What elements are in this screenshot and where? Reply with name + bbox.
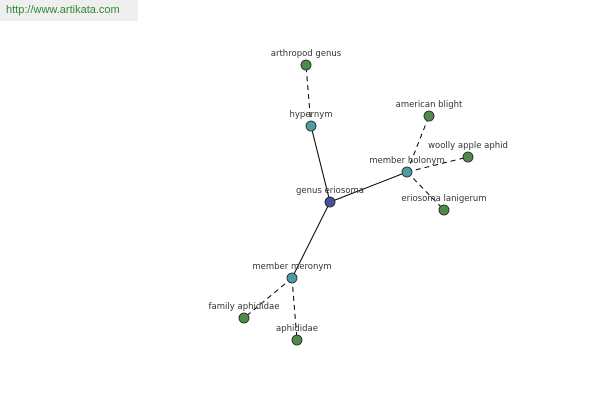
node-woolly-apple-aphid[interactable]: woolly apple aphid — [428, 141, 508, 163]
node-dot-member-meronym[interactable] — [286, 272, 298, 284]
node-aphididae[interactable]: aphididae — [276, 324, 318, 346]
edge-member-meronym-family-aphididae — [243, 277, 293, 319]
node-dot-center[interactable] — [324, 196, 336, 208]
node-dot-woolly-apple-aphid[interactable] — [462, 151, 474, 163]
node-label-arthropod-genus: arthropod genus — [271, 49, 342, 59]
node-label-center: genus eriosoma — [296, 186, 364, 196]
nodes-layer: arthropod genus hypernym american blight wo… — [209, 49, 508, 346]
node-american-blight[interactable]: american blight — [396, 100, 463, 122]
edge-member-holonym-eriosoma-lanigerum — [406, 171, 445, 211]
node-label-eriosoma-lanigerum: eriosoma lanigerum — [401, 194, 486, 204]
node-label-member-holonym: member holonym — [369, 156, 444, 166]
node-dot-family-aphididae[interactable] — [238, 312, 250, 324]
node-label-woolly-apple-aphid: woolly apple aphid — [428, 141, 508, 151]
edges-layer — [243, 64, 469, 341]
node-hypernym[interactable]: hypernym — [289, 110, 333, 132]
node-center[interactable]: genus eriosoma — [296, 186, 364, 208]
node-dot-hypernym[interactable] — [305, 120, 317, 132]
node-label-aphididae: aphididae — [276, 324, 318, 334]
edge-member-meronym-aphididae — [291, 277, 298, 341]
node-member-holonym[interactable]: member holonym — [369, 156, 445, 178]
edge-member-holonym-woolly-apple-aphid — [406, 156, 469, 173]
node-eriosoma-lanigerum[interactable]: eriosoma lanigerum — [401, 194, 487, 216]
node-member-meronym[interactable]: member meronym — [252, 262, 332, 284]
node-dot-member-holonym[interactable] — [401, 166, 413, 178]
node-dot-arthropod-genus[interactable] — [300, 59, 312, 71]
edge-member-holonym-american-blight — [406, 115, 430, 173]
node-family-aphididae[interactable]: family aphididae — [209, 302, 280, 324]
node-arthropod-genus[interactable]: arthropod genus — [271, 49, 342, 71]
node-label-american-blight: american blight — [396, 100, 463, 110]
node-label-member-meronym: member meronym — [252, 262, 331, 272]
site-url-link[interactable]: http://www.artikata.com — [6, 4, 120, 16]
edge-center-member-holonym — [329, 171, 408, 203]
node-dot-eriosoma-lanigerum[interactable] — [438, 204, 450, 216]
url-bar: http://www.artikata.com — [0, 0, 138, 21]
edge-center-member-meronym — [291, 201, 331, 279]
node-dot-aphididae[interactable] — [291, 334, 303, 346]
node-label-hypernym: hypernym — [289, 110, 332, 120]
node-dot-american-blight[interactable] — [423, 110, 435, 122]
edge-center-hypernym — [310, 125, 331, 203]
edge-hypernym-arthropod-genus — [305, 64, 312, 127]
node-label-family-aphididae: family aphididae — [209, 302, 280, 312]
